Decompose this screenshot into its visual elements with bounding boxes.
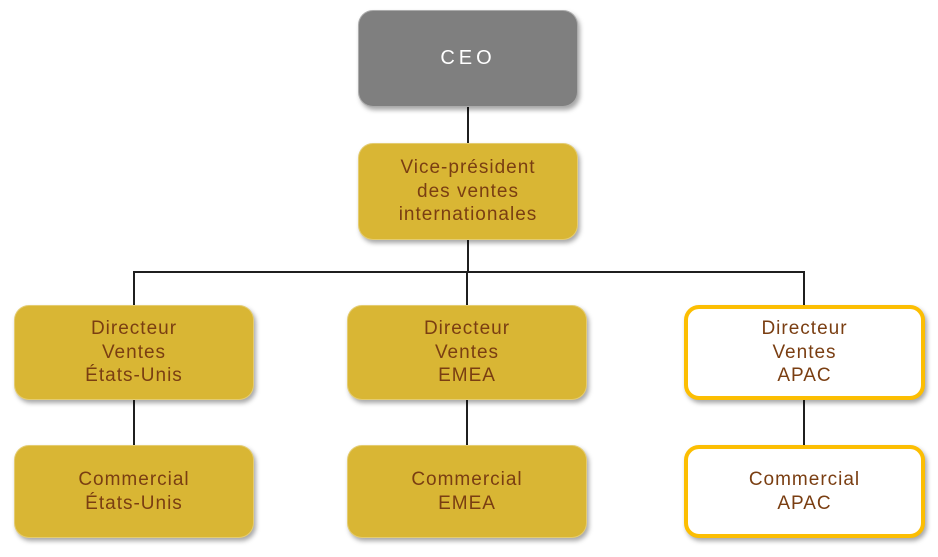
node-label-line: Directeur	[90, 318, 178, 340]
org-node-commercial-emea[interactable]: Commercial EMEA	[347, 445, 587, 538]
node-label-line: APAC	[777, 365, 832, 387]
org-node-directeur-ventes-apac[interactable]: Directeur Ventes APAC	[684, 305, 925, 400]
connector-dir-us-com-us	[133, 400, 135, 445]
org-node-directeur-ventes-etats-unis[interactable]: Directeur Ventes États-Unis	[14, 305, 254, 400]
node-label-line: des ventes	[417, 180, 519, 202]
org-node-vice-president-ventes-internationales[interactable]: Vice-président des ventes internationale…	[358, 143, 578, 240]
org-node-ceo[interactable]: CEO	[358, 10, 578, 107]
node-label-line: Ventes	[101, 341, 167, 363]
org-node-directeur-ventes-emea[interactable]: Directeur Ventes EMEA	[347, 305, 587, 400]
connector-ceo-vp	[467, 107, 469, 143]
node-label-line: Ventes	[772, 341, 837, 363]
org-node-commercial-apac[interactable]: Commercial APAC	[684, 445, 925, 538]
node-label-line: EMEA	[438, 365, 496, 387]
node-label-line: Vice-président	[400, 157, 536, 179]
connector-dir-apac-com-apac	[803, 400, 805, 445]
connector-bar-dir-us	[133, 271, 135, 305]
org-node-commercial-etats-unis[interactable]: Commercial États-Unis	[14, 445, 254, 538]
node-label-line: internationales	[398, 204, 538, 226]
node-label-line: Directeur	[761, 318, 848, 340]
node-label-line: Commercial	[411, 469, 523, 490]
node-label-line: États-Unis	[85, 365, 183, 387]
connector-dir-emea-com-emea	[466, 400, 468, 445]
connector-directors-bar	[133, 271, 805, 273]
node-label-line: États-Unis	[85, 492, 183, 514]
node-label-line: APAC	[777, 492, 832, 514]
connector-bar-dir-apac	[803, 271, 805, 305]
node-label-line: EMEA	[438, 492, 496, 514]
node-label-line: Commercial	[78, 469, 190, 490]
node-label-line: Ventes	[434, 341, 500, 363]
node-label-line: CEO	[440, 46, 496, 69]
node-label-line: Commercial	[748, 469, 861, 490]
node-label-line: Directeur	[423, 318, 511, 340]
connector-vp-down	[467, 240, 469, 273]
connector-bar-dir-emea	[466, 271, 468, 305]
